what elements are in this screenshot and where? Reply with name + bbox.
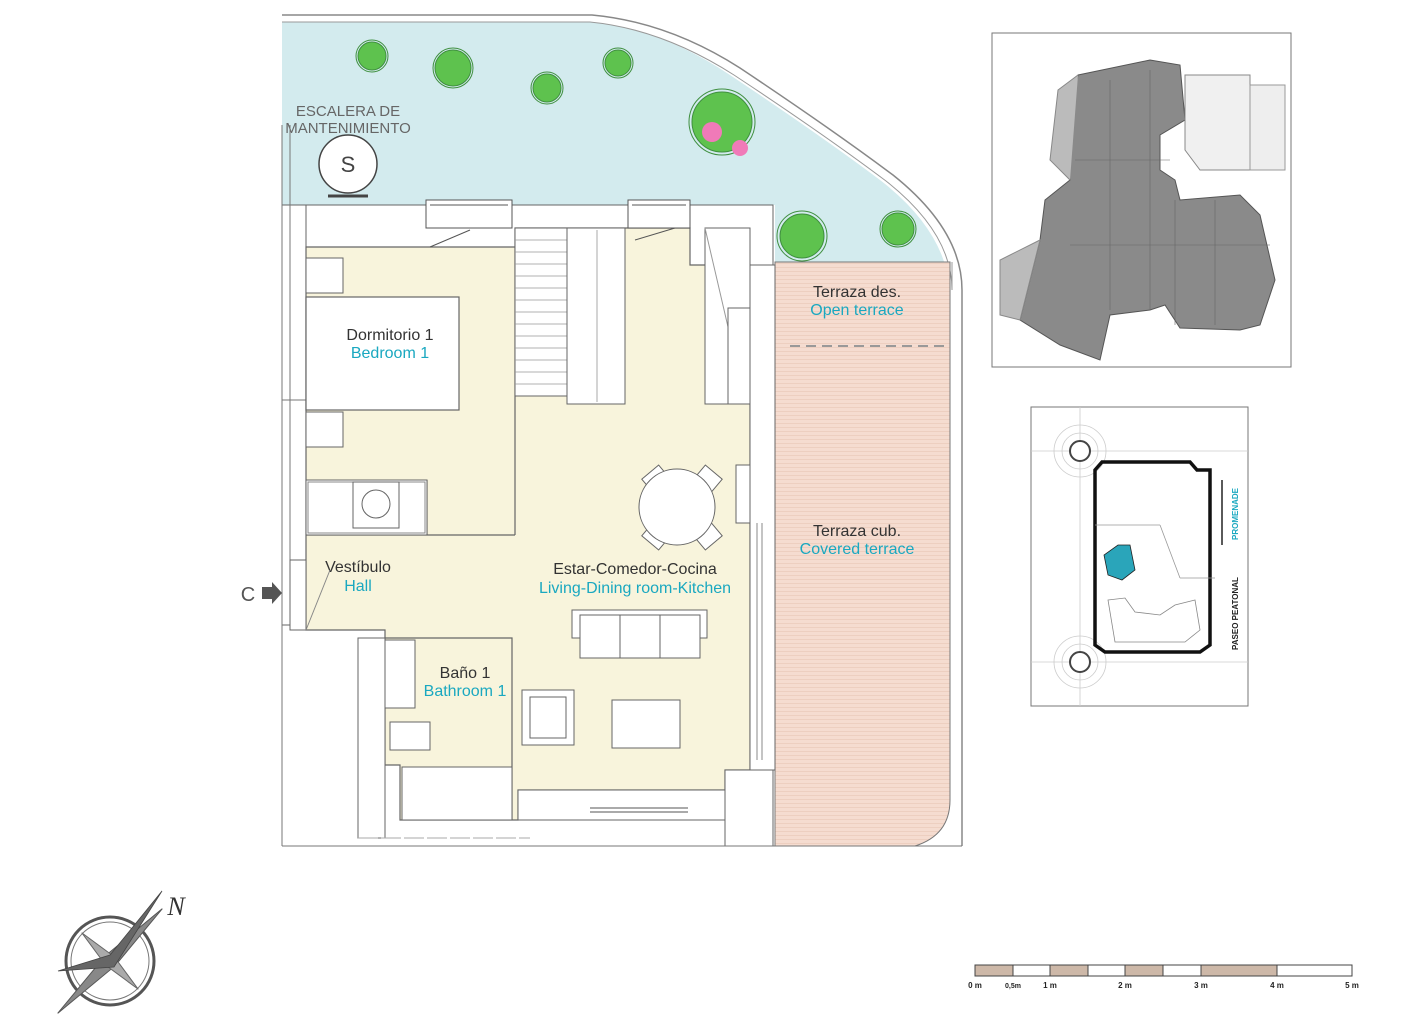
scale-label-3: 3 m: [1194, 981, 1208, 990]
coffee-table: [611, 699, 681, 749]
scale-bar: 0 m 0,5m 1 m 2 m 3 m 4 m 5 m: [968, 964, 1359, 990]
tree-1: [355, 39, 389, 73]
covered-terrace-name-en: Covered terrace: [800, 541, 915, 558]
compass-rose: [57, 890, 163, 1014]
tree-2: [432, 47, 474, 89]
site-paseo-label: PASEO PEATONAL: [1231, 577, 1240, 650]
window-bedroom: [425, 199, 513, 248]
open-terrace-name-en: Open terrace: [810, 302, 903, 319]
stair-run: [514, 227, 568, 397]
hall-name-es: Vestíbulo: [325, 559, 391, 576]
scale-label-4: 4 m: [1270, 981, 1284, 990]
tree-4: [602, 47, 634, 79]
service-stair-symbol: S: [341, 152, 356, 177]
nightstand-bottom: [305, 411, 344, 448]
garden-outline: [282, 14, 963, 846]
scale-label-5: 5 m: [1345, 981, 1359, 990]
pillar: [735, 464, 751, 524]
garden-trees: [355, 39, 917, 262]
tree-7: [879, 210, 917, 248]
scale-label-0: 0 m: [968, 981, 982, 990]
tree-5: [688, 88, 756, 156]
open-terrace-name-es: Terraza des.: [813, 284, 901, 301]
tree-3: [530, 71, 564, 105]
bath-sink: [384, 639, 416, 709]
bathroom-name-es: Baño 1: [440, 665, 491, 682]
window-kitchen: [627, 199, 691, 241]
scale-label-2: 2 m: [1118, 981, 1132, 990]
living-name-en: Living-Dining room-Kitchen: [539, 580, 731, 597]
bedroom-name-en: Bedroom 1: [351, 345, 429, 362]
nightstand-top: [305, 257, 344, 294]
scale-label-1: 1 m: [1043, 981, 1057, 990]
sofa: [571, 609, 708, 659]
service-stair-circle: [318, 134, 378, 194]
garden-area: [282, 22, 950, 290]
toilet: [389, 721, 431, 751]
stair-service-label-2: MANTENIMIENTO: [285, 120, 411, 137]
site-promenade-label: PROMENADE: [1231, 487, 1240, 540]
bathroom-walls: [385, 637, 513, 820]
covered-terrace-name-es: Terraza cub.: [813, 523, 901, 540]
washing-machine: [352, 481, 400, 529]
scale-label-05: 0,5m: [1005, 983, 1021, 990]
key-plan-floor: [991, 32, 1292, 368]
site-map: PROMENADE PASEO PEATONAL: [1030, 406, 1249, 707]
hall-name-en: Hall: [344, 578, 372, 595]
entrance-arrow-icon: [262, 582, 282, 604]
living-name-es: Estar-Comedor-Cocina: [553, 561, 717, 578]
entrance-marker: C: [241, 584, 255, 606]
kitchen-column: [566, 227, 626, 405]
tree-6: [776, 210, 828, 262]
bathtub: [401, 766, 513, 821]
bathroom-name-en: Bathroom 1: [424, 683, 507, 700]
dining-table: [638, 464, 723, 551]
terrace: [774, 261, 951, 847]
bedroom-name-es: Dormitorio 1: [346, 327, 433, 344]
entrance-door: [289, 559, 307, 631]
stair-service-label-1: ESCALERA DE: [296, 103, 400, 120]
armchair: [521, 689, 575, 746]
bed: [305, 296, 460, 411]
window-living-south: [590, 807, 688, 813]
compass-north-label: N: [166, 892, 186, 921]
